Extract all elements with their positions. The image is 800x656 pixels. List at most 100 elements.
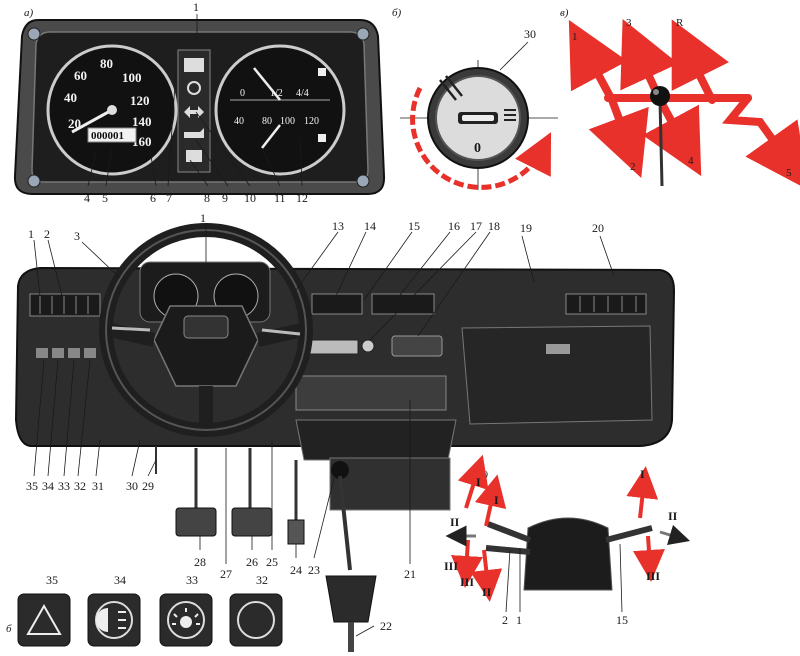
speed-tick-40: 40	[64, 90, 77, 105]
dash-callout-34: 34	[42, 479, 54, 493]
speed-tick-60: 60	[74, 68, 87, 83]
left-stalk[interactable]	[111, 326, 151, 332]
ashtray[interactable]	[391, 335, 443, 357]
odometer	[87, 127, 137, 143]
speed-tick-140: 140	[132, 114, 152, 129]
brake-icon	[187, 81, 201, 95]
radio-slot	[295, 375, 447, 411]
speed-tick-120: 120	[130, 93, 150, 108]
turn-signal-icon	[184, 106, 204, 118]
switch-icons: 35 34 33 32	[17, 573, 283, 647]
dash-callout-18: 18	[488, 219, 500, 233]
dash-callout-23: 23	[308, 563, 320, 577]
right-vent	[565, 293, 647, 315]
accelerator-pedal[interactable]	[287, 519, 305, 545]
temp-100: 100	[280, 116, 295, 127]
left-vent	[29, 293, 101, 317]
gear-pattern	[568, 18, 800, 191]
speed-needle	[71, 108, 113, 134]
ignition-position-0: 0	[474, 141, 481, 156]
temp-80: 80	[262, 116, 272, 127]
gear-5: 5	[786, 167, 792, 179]
cluster-callout-5: 5	[102, 191, 108, 205]
gear-shifter[interactable]	[325, 461, 377, 652]
stalk-diagram	[445, 454, 691, 613]
panel-a-label: а)	[24, 7, 34, 19]
right-mode-iii: III	[646, 569, 660, 583]
switch-35[interactable]	[36, 348, 48, 358]
switch-label-35: 35	[46, 573, 58, 587]
dash-callout-20: 20	[592, 221, 604, 235]
temp-needle	[261, 124, 281, 149]
panel-v-label: в)	[560, 7, 569, 19]
dash-callout-26: 26	[246, 555, 258, 569]
fog-lamp-icon	[96, 608, 108, 632]
cluster-callout-9: 9	[222, 191, 228, 205]
right-mode-i: I	[640, 467, 645, 481]
switch-label-33: 33	[186, 573, 198, 587]
dash-callout-wheel-1: 1	[200, 211, 206, 225]
dash-callout-19: 19	[520, 221, 532, 235]
fuel-full: 4/4	[296, 88, 309, 99]
right-mode-ii: II	[668, 509, 678, 523]
dash-callout-3: 3	[74, 229, 80, 243]
rotation-arrow	[410, 86, 552, 190]
dash-callout-30: 30	[126, 479, 138, 493]
stalk-callout-2: 2	[502, 613, 508, 627]
dashboard-leaders	[33, 226, 615, 637]
center-vent-right	[371, 293, 435, 315]
stalk-left-upper	[486, 521, 532, 543]
floor-console	[329, 457, 451, 511]
blank-switch-icon	[237, 601, 275, 639]
cluster-callout-7: 7	[166, 191, 172, 205]
horn-pad[interactable]	[183, 315, 229, 339]
left-mode-iii: III	[460, 575, 474, 589]
fuel-reserve-icon	[318, 68, 326, 76]
cluster-callout-6: 6	[150, 191, 156, 205]
dash-callout-27: 27	[220, 567, 232, 581]
speed-tick-160: 160	[132, 134, 152, 149]
panel-b-label: б)	[392, 7, 402, 19]
switch-34[interactable]	[52, 348, 64, 358]
fuel-needle	[253, 67, 281, 101]
cluster-callout-1: 1	[193, 0, 199, 14]
brake-pedal[interactable]	[231, 507, 273, 537]
center-vent-left	[311, 293, 363, 315]
dash-callout-16: 16	[448, 219, 460, 233]
fuel-half: 1/2	[270, 88, 283, 99]
dash-callout-22: 22	[380, 619, 392, 633]
fuel-empty: 0	[240, 88, 245, 99]
gear-3: 3	[626, 17, 632, 29]
panel-g-label: г)	[480, 469, 488, 481]
switch-32[interactable]	[84, 348, 96, 358]
left-mode-ii-lower: II	[482, 585, 492, 599]
key-slot	[462, 115, 494, 121]
cigarette-lighter[interactable]	[361, 339, 375, 353]
dash-callout-28: 28	[194, 555, 206, 569]
gear-2: 2	[630, 161, 636, 173]
left-mode-iii-side: III	[444, 559, 458, 573]
glove-box-latch[interactable]	[546, 344, 570, 354]
dash-callout-1: 1	[28, 227, 34, 241]
right-stalk[interactable]	[261, 328, 301, 336]
stalk-callout-15: 15	[616, 613, 628, 627]
cluster-callout-8: 8	[204, 191, 210, 205]
temp-warning-icon	[318, 134, 326, 142]
clutch-pedal[interactable]	[175, 507, 217, 537]
left-mode-i-lower: I	[494, 493, 499, 507]
switch-label-34: 34	[114, 573, 126, 587]
dash-callout-14: 14	[364, 219, 376, 233]
dash-callout-15: 15	[408, 219, 420, 233]
pedals	[155, 446, 305, 545]
speedometer: 20 40 60 80 100 120 140 160 000001	[46, 44, 178, 176]
dash-callout-35: 35	[26, 479, 38, 493]
temp-120: 120	[304, 116, 319, 127]
dash-callout-31: 31	[92, 479, 104, 493]
switch-33[interactable]	[68, 348, 80, 358]
oil-pressure-icon	[184, 128, 204, 138]
switch-label-32: 32	[256, 573, 268, 587]
dash-callout-33: 33	[58, 479, 70, 493]
glove-box	[461, 325, 653, 425]
dash-callout-2: 2	[44, 227, 50, 241]
